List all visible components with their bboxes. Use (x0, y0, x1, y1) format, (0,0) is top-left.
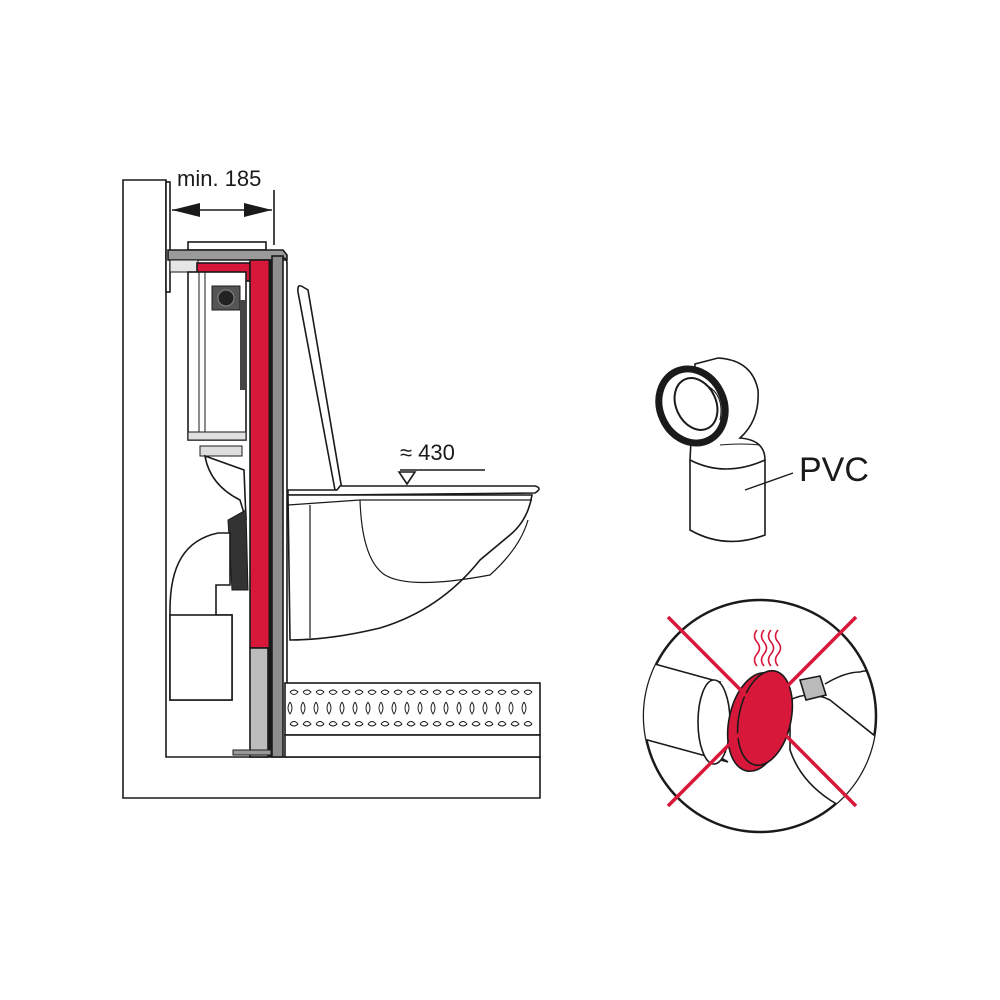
insulation-pattern-mark (289, 721, 299, 727)
cistern (187, 271, 247, 441)
frame-column (271, 255, 284, 758)
insulation-pattern-mark (523, 721, 533, 727)
insulation-pattern-mark (471, 689, 481, 695)
insulation-pattern-mark (352, 701, 358, 715)
insulation-pattern-mark (391, 701, 397, 715)
insulation-pattern-mark (417, 701, 423, 715)
insulation-pattern-mark (406, 689, 416, 695)
insulation-pattern-mark (378, 701, 384, 715)
insulation-pattern-mark (497, 689, 507, 695)
toilet-lid (297, 285, 343, 491)
insulation-pattern-mark (341, 721, 351, 727)
frame-post-light (249, 647, 269, 758)
insulation-pattern-mark (365, 701, 371, 715)
wall-plate (165, 181, 171, 293)
insulation-pattern-mark (354, 721, 364, 727)
frame-foot (232, 749, 272, 756)
material-label: PVC (799, 451, 869, 489)
seat-height-marker: ≈ 430 (397, 440, 485, 486)
toilet-bowl (287, 485, 540, 641)
insulation-pattern-mark (471, 721, 481, 727)
insulation-pattern-mark (508, 701, 514, 715)
insulation-pattern-mark (445, 689, 455, 695)
frame-top-plate (167, 249, 288, 261)
insulation-pattern-mark (315, 689, 325, 695)
insulation-pattern-mark (497, 721, 507, 727)
insulation-pattern-mark (287, 701, 293, 715)
insulation-pattern-mark (328, 721, 338, 727)
insulation-pattern-mark (393, 721, 403, 727)
frame-top-cover (187, 241, 267, 251)
insulation-pattern-mark (302, 721, 312, 727)
insulation-pattern-mark (302, 689, 312, 695)
insulation-pattern-mark (432, 721, 442, 727)
insulation-pattern-mark (339, 701, 345, 715)
seat-height-label: ≈ 430 (400, 440, 455, 465)
cross-icon (666, 615, 858, 808)
insulation-pattern-mark (367, 721, 377, 727)
insulation-pattern-mark (510, 689, 520, 695)
dimension-min-185: min. 185 (172, 166, 275, 245)
insulation-pattern-mark (326, 701, 332, 715)
red-insulation-vertical (249, 259, 271, 649)
insulation-pattern-mark (458, 721, 468, 727)
insulation-pattern-mark (404, 701, 410, 715)
insulation-pattern-mark (313, 701, 319, 715)
insulation-pattern-mark (443, 701, 449, 715)
heat-waves-icon (753, 629, 782, 667)
insulation-pattern-mark (469, 701, 475, 715)
insulation-pattern-mark (510, 721, 520, 727)
insulation-pattern-mark (354, 689, 364, 695)
insulation-pattern-mark (328, 689, 338, 695)
frame-bracket (169, 259, 199, 273)
drain-pipe (169, 445, 249, 701)
insulation-pattern-mark (406, 721, 416, 727)
insulation-pattern-mark (484, 721, 494, 727)
dimension-width-label: min. 185 (177, 166, 261, 191)
insulation-pattern-mark (315, 721, 325, 727)
insulation-pattern-mark (393, 689, 403, 695)
insulation-pattern-mark (380, 721, 390, 727)
insulation-pattern-mark (289, 689, 299, 695)
insulation-pattern-mark (430, 701, 436, 715)
floor-insulation (284, 682, 541, 758)
insulation-pattern-mark (419, 689, 429, 695)
pvc-elbow: PVC (655, 357, 869, 543)
insulation-pattern-mark (456, 701, 462, 715)
insulation-pattern-mark (445, 721, 455, 727)
insulation-pattern-mark (341, 689, 351, 695)
insulation-pattern-mark (521, 701, 527, 715)
no-heating-warning (642, 598, 878, 834)
insulation-pattern-mark (300, 701, 306, 715)
insulation-pattern-mark (458, 689, 468, 695)
insulation-pattern-mark (419, 721, 429, 727)
insulation-pattern-mark (484, 689, 494, 695)
insulation-pattern-mark (432, 689, 442, 695)
insulation-pattern-mark (523, 689, 533, 695)
insulation-pattern-mark (380, 689, 390, 695)
insulation-pattern-mark (367, 689, 377, 695)
insulation-pattern-mark (482, 701, 488, 715)
insulation-pattern-mark (495, 701, 501, 715)
